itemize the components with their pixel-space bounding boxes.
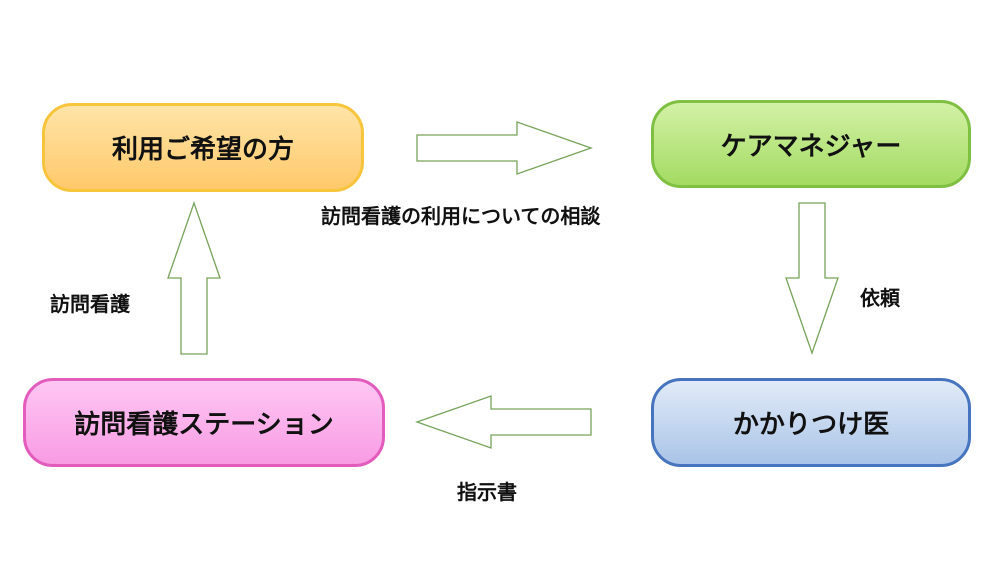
node-care-manager: ケアマネジャー (651, 100, 971, 188)
edge-label-visit: 訪問看護 (50, 292, 130, 316)
node-user-label: 利用ご希望の方 (111, 135, 294, 165)
node-station-label: 訪問看護ステーション (74, 410, 334, 440)
node-doctor: かかりつけ医 (651, 378, 971, 467)
arrow-request (785, 202, 839, 355)
edge-label-instruction: 指示書 (457, 480, 517, 504)
edge-label-request: 依頼 (860, 286, 900, 310)
edge-label-consult: 訪問看護の利用についての相談 (321, 204, 601, 228)
arrow-instruction (415, 395, 592, 449)
arrow-visit (167, 201, 221, 355)
node-station: 訪問看護ステーション (23, 378, 385, 467)
node-user: 利用ご希望の方 (42, 103, 364, 192)
node-doctor-label: かかりつけ医 (732, 410, 890, 440)
arrow-consult (416, 121, 593, 175)
node-care-manager-label: ケアマネジャー (720, 131, 902, 162)
